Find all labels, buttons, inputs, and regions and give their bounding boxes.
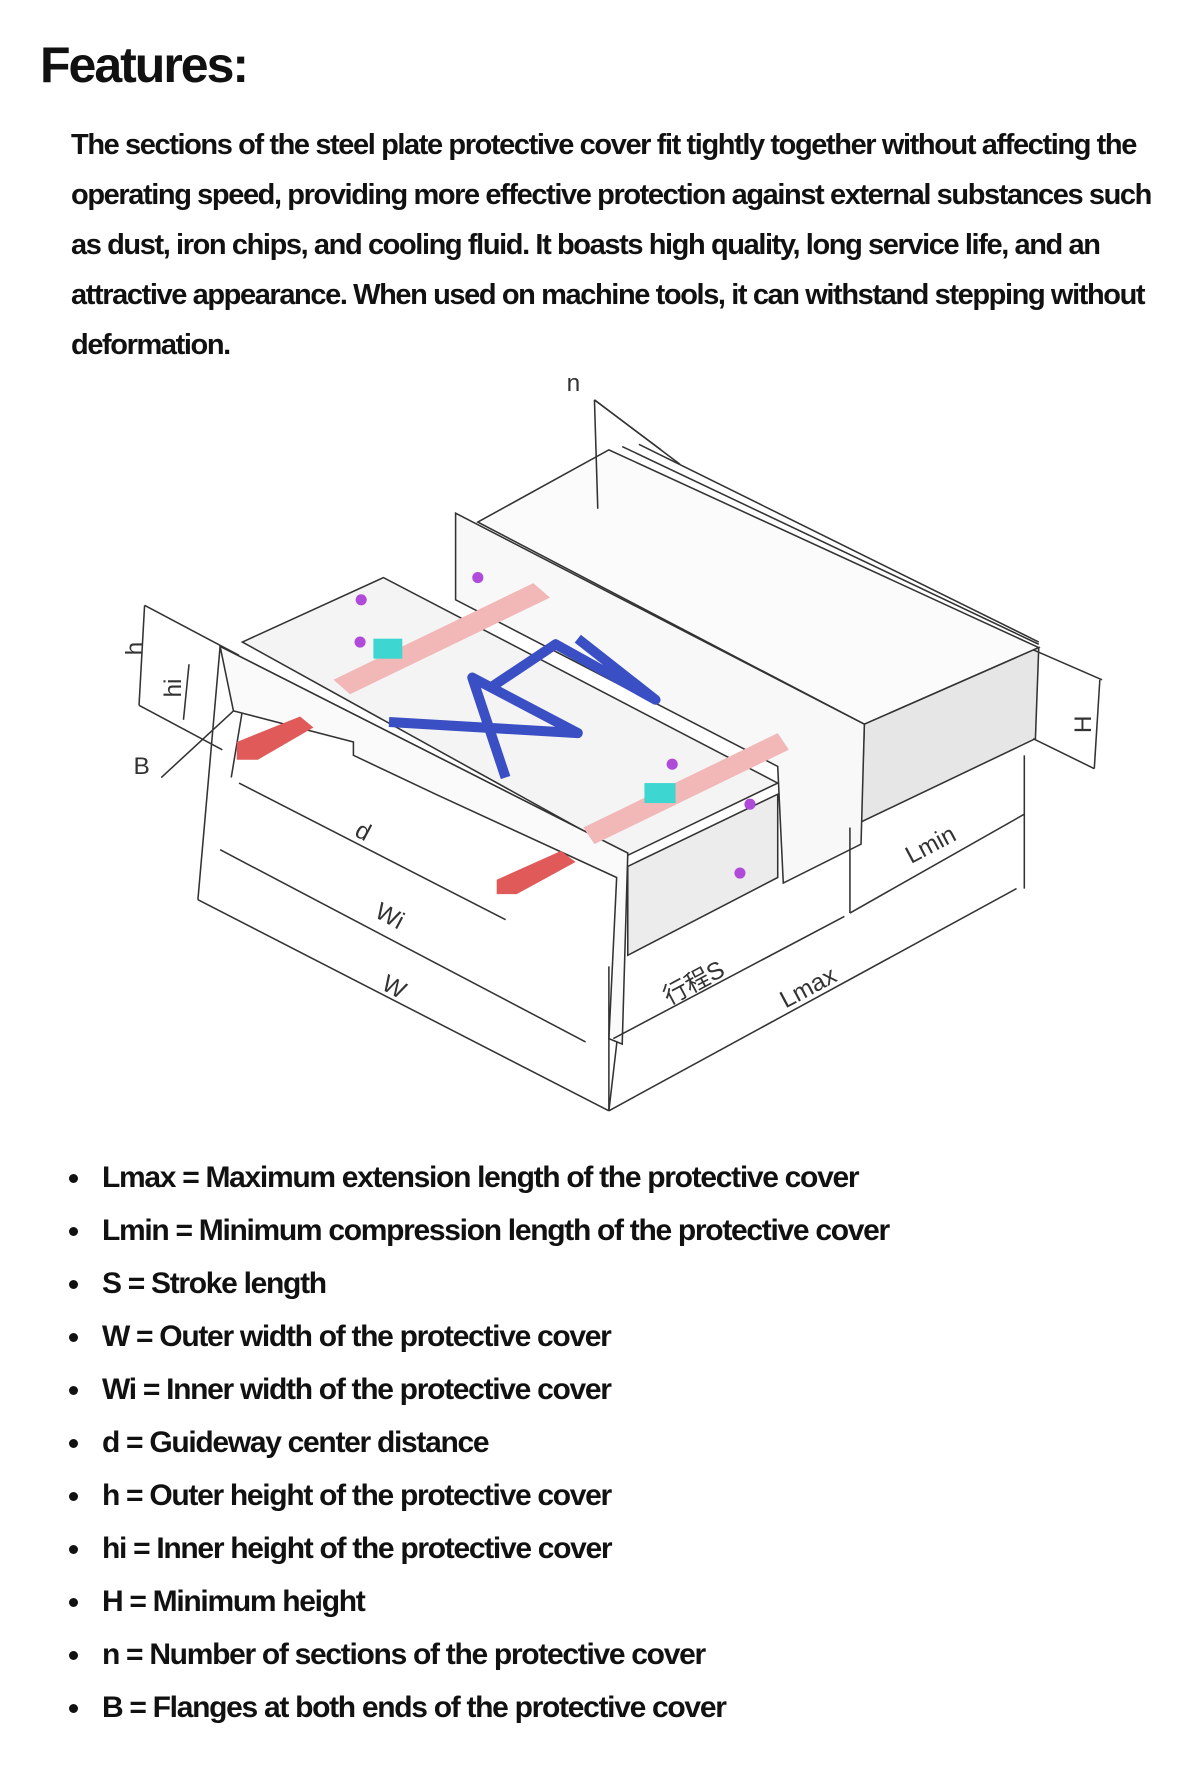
list-item: hi = Inner height of the protective cove… (0, 1526, 889, 1579)
bullet-icon (69, 1386, 78, 1395)
slider-block (373, 638, 403, 659)
label-hi: hi (160, 679, 187, 698)
list-item: W = Outer width of the protective cover (0, 1314, 889, 1367)
label-Wi: Wi (371, 898, 409, 935)
list-item: B = Flanges at both ends of the protecti… (0, 1685, 889, 1738)
label-d: d (351, 817, 376, 847)
features-description: The sections of the steel plate protecti… (71, 129, 1152, 361)
label-H: H (1070, 715, 1097, 733)
bullet-icon (69, 1598, 78, 1607)
rail-back (333, 583, 551, 695)
list-item: H = Minimum height (0, 1579, 889, 1632)
label-n: n (567, 370, 581, 397)
label-W: W (377, 970, 410, 1005)
bullet-icon (69, 1174, 78, 1183)
bullet-icon (69, 1333, 78, 1342)
rail-block-right (496, 850, 576, 895)
list-item: Wi = Inner width of the protective cover (0, 1367, 889, 1420)
slider-block (644, 783, 676, 804)
list-item: n = Number of sections of the protective… (0, 1632, 889, 1685)
list-item: Lmax = Maximum extension length of the p… (0, 1155, 889, 1208)
bullet-icon (69, 1651, 78, 1660)
bolts (354, 572, 756, 879)
label-Lmax: Lmax (776, 962, 841, 1014)
bullet-icon (69, 1492, 78, 1501)
list-item: S = Stroke length (0, 1261, 889, 1314)
bullet-icon (69, 1545, 78, 1554)
list-item: d = Guideway center distance (0, 1420, 889, 1473)
bullet-icon (69, 1227, 78, 1236)
page-title: Features: (40, 37, 249, 93)
label-Lmin: Lmin (901, 821, 960, 870)
bullet-icon (69, 1439, 78, 1448)
bullet-icon (69, 1280, 78, 1289)
label-stroke-S: 行程S (659, 956, 729, 1010)
middle-section-side (626, 792, 779, 957)
rail-front (583, 733, 789, 845)
list-item: Lmin = Minimum compression length of the… (0, 1208, 890, 1261)
bullet-icon (69, 1704, 78, 1713)
list-item: h = Outer height of the protective cover (0, 1473, 889, 1526)
label-h: h (121, 642, 148, 656)
scissor-linkage (388, 634, 661, 780)
definitions-list: Lmax = Maximum extension length of the p… (0, 1155, 890, 1738)
rail-block-left (236, 716, 314, 760)
label-B: B (133, 753, 149, 780)
guide-rails (236, 583, 789, 895)
